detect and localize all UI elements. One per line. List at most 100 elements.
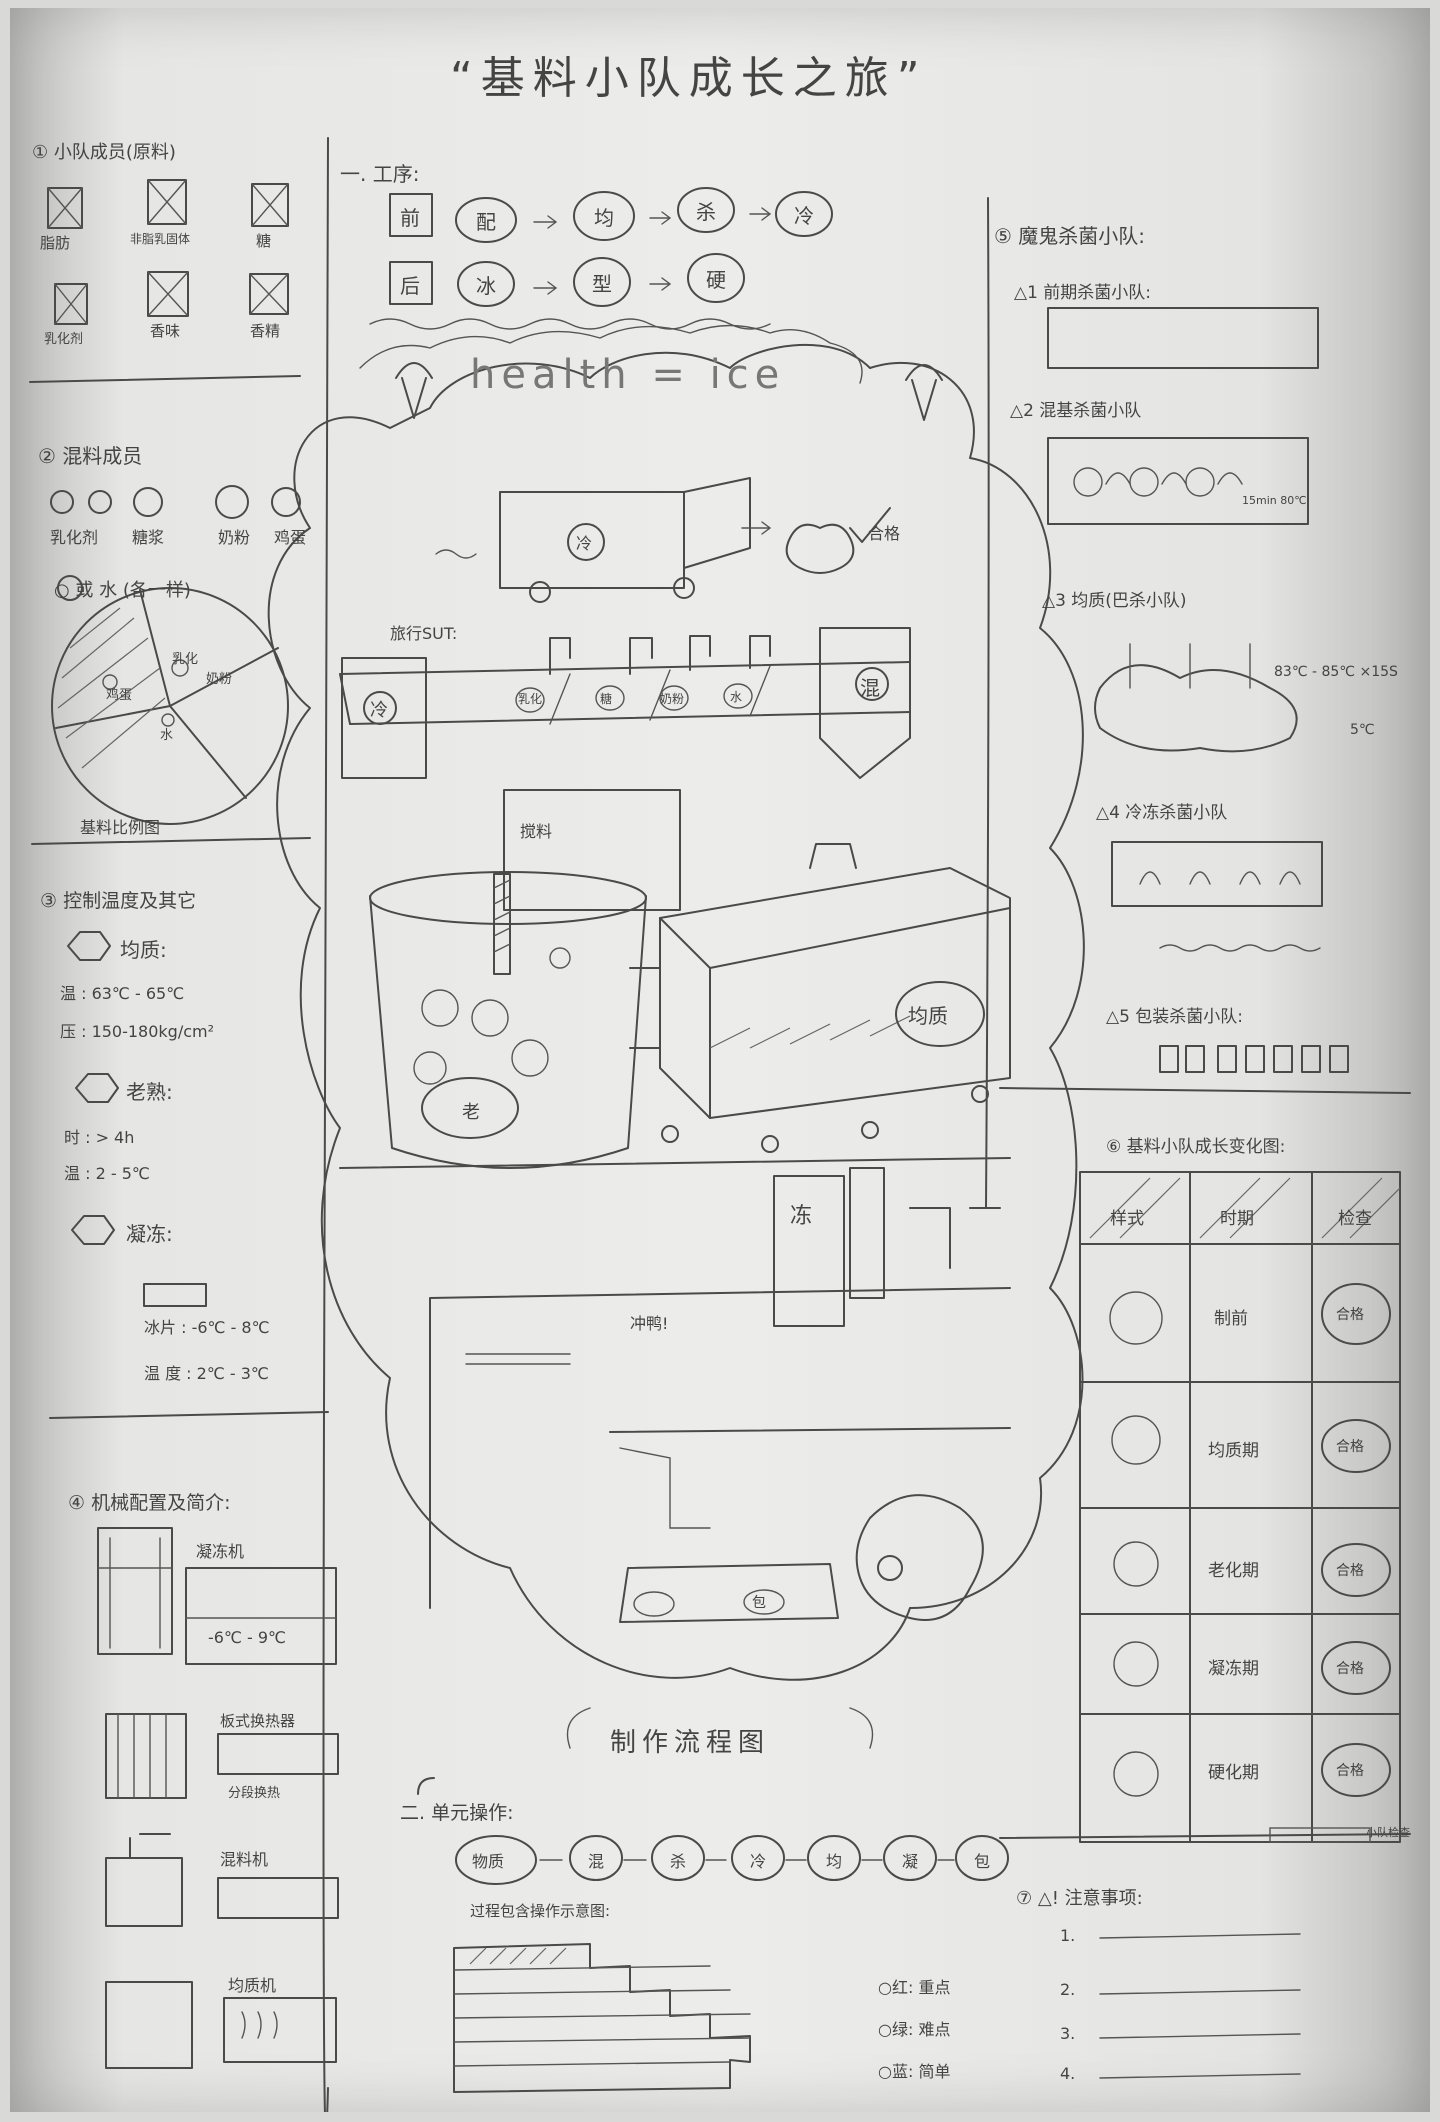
sterilize-team: △2 混基杀菌小队 xyxy=(1010,396,1141,421)
ingredient-label: 乳化剂 xyxy=(44,328,83,347)
pie-label: 乳化 xyxy=(172,648,198,667)
table-head: 样式 xyxy=(1110,1204,1144,1229)
ops-row xyxy=(418,1778,1008,1884)
growth-table xyxy=(1080,1172,1400,1842)
notes-lines xyxy=(1100,1934,1300,2078)
freezer-section xyxy=(340,1158,1010,1748)
table-period: 凝冻期 xyxy=(1208,1654,1259,1679)
legend-item: ○红: 重点 xyxy=(878,1974,950,1998)
s4-title: ④ 机械配置及简介: xyxy=(68,1488,230,1515)
pie-label: 鸡蛋 xyxy=(106,684,132,703)
brick-diagram xyxy=(454,1944,750,2092)
machine-spec: -6℃ - 9℃ xyxy=(208,1628,286,1647)
s3-title: ③ 控制温度及其它 xyxy=(40,886,196,913)
sterilize-team: △1 前期杀菌小队: xyxy=(1014,278,1151,303)
note-num: 4. xyxy=(1060,2064,1075,2083)
s2-title: ② 混料成员 xyxy=(38,440,142,469)
freeze-label: 冻 xyxy=(790,1198,812,1230)
divider-right xyxy=(986,198,989,1208)
page-title: “基料小队成长之旅” xyxy=(450,42,928,106)
table-note: 小队检查 xyxy=(1366,1824,1410,1840)
ops-note: 过程包含操作示意图: xyxy=(470,1900,610,1921)
age-time: 时 : > 4h xyxy=(64,1124,134,1148)
machine-spec: 分段换热 xyxy=(228,1782,280,1801)
sterilize-spec: 83℃ - 85℃ ×15S xyxy=(1274,664,1398,680)
paper-sheet: “基料小队成长之旅” ① 小队成员(原料) 脂肪 非脂乳固体 糖 乳化剂 香味 … xyxy=(10,8,1430,2112)
note-num: 1. xyxy=(1060,1926,1075,1945)
r-s5-title: ⑤ 魔鬼杀菌小队: xyxy=(994,220,1145,249)
machine-label: 均质机 xyxy=(228,1972,276,1996)
machine-label: 凝冻机 xyxy=(196,1538,244,1562)
tank-cool-label: 冷 xyxy=(370,696,388,722)
age-temp: 温 : 2 - 5℃ xyxy=(64,1160,150,1184)
table-period: 制前 xyxy=(1214,1304,1248,1329)
divider-left xyxy=(324,138,329,2112)
ice-cream-right-icon xyxy=(906,365,942,420)
ingredient-label: 香精 xyxy=(250,320,280,341)
water-label: ○ 或 水 (各一样) xyxy=(54,576,191,602)
table-period: 硬化期 xyxy=(1208,1758,1259,1783)
table-period: 老化期 xyxy=(1208,1556,1259,1581)
table-period: 均质期 xyxy=(1208,1436,1259,1461)
homogenizer-box xyxy=(630,844,1010,1152)
process-step: 均 xyxy=(594,202,614,231)
freeze-b: 温 度 : 2℃ - 3℃ xyxy=(144,1360,269,1384)
flow-caption: 制作流程图 xyxy=(610,1722,770,1759)
mix-label: 鸡蛋 xyxy=(274,524,306,548)
process-step: 型 xyxy=(592,268,612,297)
note-num: 3. xyxy=(1060,2024,1075,2043)
rule-4 xyxy=(1000,1834,1410,1838)
legend-item: ○绿: 难点 xyxy=(878,2016,950,2040)
process-step: 前 xyxy=(400,202,420,231)
process-step: 硬 xyxy=(706,264,726,293)
c-s1-title: 一. 工序: xyxy=(340,158,419,187)
table-check: 合格 xyxy=(1336,1658,1364,1678)
tank-label: 糖 xyxy=(600,690,612,707)
note-num: 2. xyxy=(1060,1980,1075,1999)
op-step: 杀 xyxy=(670,1848,686,1872)
machine-label: 板式换热器 xyxy=(220,1710,295,1731)
pipe-label: 旅行SUT: xyxy=(390,620,457,644)
r-s6-title: ⑥ 基料小队成长变化图: xyxy=(1106,1132,1285,1157)
op-step: 包 xyxy=(974,1848,990,1872)
machine-label: 混料机 xyxy=(220,1846,268,1870)
machine-sketches xyxy=(98,1528,338,2068)
pie-caption: 基料比例图 xyxy=(80,814,160,838)
freeze-title: 凝冻: xyxy=(126,1218,173,1247)
mix-label: 奶粉 xyxy=(218,524,250,548)
rule-5 xyxy=(1000,1088,1410,1093)
op-step: 物质 xyxy=(472,1848,504,1872)
table-check: 合格 xyxy=(1336,1760,1364,1780)
rule-3 xyxy=(50,1412,328,1418)
op-step: 冷 xyxy=(750,1848,766,1872)
table-check: 合格 xyxy=(1336,1436,1364,1456)
jump-label: 冲鸭! xyxy=(630,1310,668,1334)
sketch-drawing xyxy=(10,8,1430,2112)
cloud-outline xyxy=(269,345,1084,1680)
process-step: 杀 xyxy=(696,196,716,225)
ratio-pie-chart xyxy=(52,588,288,824)
pass-label: 合格 xyxy=(868,520,900,544)
mix-label: 糖浆 xyxy=(132,524,164,548)
ingredient-label: 糖 xyxy=(256,230,271,251)
process-step: 配 xyxy=(476,206,496,235)
process-step: 后 xyxy=(400,270,420,299)
mixing-vat xyxy=(370,790,680,1168)
pipeline xyxy=(340,628,910,778)
homog-title: 均质: xyxy=(120,934,167,963)
legend-item: ○蓝: 简单 xyxy=(878,2058,950,2082)
ingredient-label: 香味 xyxy=(150,320,180,341)
process-step: 冰 xyxy=(476,270,496,299)
tank-label: 奶粉 xyxy=(660,690,684,707)
stir-label: 搅料 xyxy=(520,818,552,842)
homog-temp: 温 : 63℃ - 65℃ xyxy=(60,980,184,1004)
rule-2 xyxy=(32,838,310,844)
homog-press: 压 : 150-180kg/cm² xyxy=(60,1018,214,1042)
s1-title: ① 小队成员(原料) xyxy=(32,138,176,164)
age-title: 老熟: xyxy=(126,1076,173,1105)
cool-label: 冷 xyxy=(576,530,592,554)
table-check: 合格 xyxy=(1336,1304,1364,1324)
op-step: 凝 xyxy=(902,1848,918,1872)
sterilize-team: △4 冷冻杀菌小队 xyxy=(1096,798,1227,823)
ingredient-boxes xyxy=(48,180,288,324)
